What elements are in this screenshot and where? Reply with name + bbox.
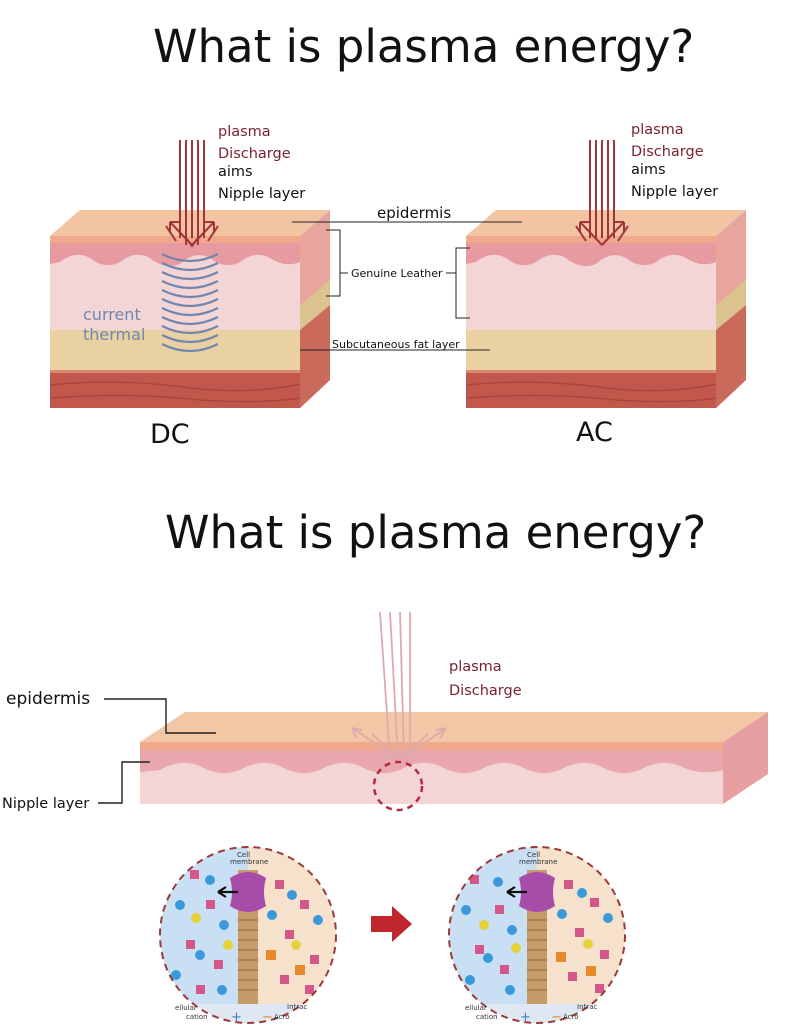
epidermis-label-top: epidermis	[377, 204, 451, 222]
dc-beam-label-plasma: plasma	[218, 124, 271, 140]
current-thermal-rings	[161, 253, 219, 353]
bottom-callouts	[98, 698, 216, 804]
cellular-label-2: ellular	[465, 1004, 487, 1012]
plasma-beam-bottom	[351, 611, 447, 761]
cell-membrane-label-2a: Cell	[527, 851, 540, 859]
cation-label-1: cation	[186, 1013, 208, 1021]
current-label-line1: current	[83, 305, 141, 324]
skin-block-ac	[465, 210, 746, 408]
bottom-beam-label-discharge: Discharge	[449, 683, 522, 699]
cell-diagram-after: Cell membrane ellular cation + − Intrac …	[448, 846, 626, 1025]
skin-slab	[140, 712, 768, 804]
plasma-beam-dc	[165, 140, 219, 248]
fat-layer-label: Subcutaneous fat layer	[332, 338, 460, 351]
dermis-label: Genuine Leather	[351, 267, 443, 280]
acro-label-1: Acro	[274, 1013, 290, 1021]
top-title: What is plasma energy?	[153, 20, 694, 73]
transition-arrow-icon	[371, 906, 412, 942]
plus-sign-2: +	[520, 1010, 531, 1025]
nipple-layer-label: Nipple layer	[2, 796, 89, 812]
ac-beam-label-aims: aims	[631, 162, 666, 178]
cell-diagram-before: Cell membrane ellular cation + − Intrac …	[159, 846, 337, 1025]
plasma-beam-ac	[575, 140, 629, 246]
cellular-label-1: ellular	[175, 1004, 197, 1012]
cell-membrane-label-2b: membrane	[519, 858, 557, 866]
intra-label-1: Intrac	[287, 1003, 307, 1011]
ac-beam-label-discharge: Discharge	[631, 144, 704, 160]
intra-label-2: Intrac	[577, 1003, 597, 1011]
cation-label-2: cation	[476, 1013, 498, 1021]
current-label-line2: thermal	[83, 325, 145, 344]
cell-membrane-label-1a: Cell	[237, 851, 250, 859]
skin-block-dc	[49, 210, 330, 408]
dc-beam-label-aims: aims	[218, 164, 253, 180]
ac-beam-label-nipple: Nipple layer	[631, 184, 718, 200]
layer-callouts	[292, 221, 522, 351]
cell-membrane-label-1b: membrane	[230, 858, 268, 866]
ac-label: AC	[576, 417, 613, 448]
dc-beam-label-nipple: Nipple layer	[218, 186, 305, 202]
epidermis-label-bottom: epidermis	[6, 689, 90, 709]
focus-circle	[372, 760, 424, 812]
bottom-beam-label-plasma: plasma	[449, 659, 502, 675]
minus-sign-2: −	[551, 1010, 562, 1025]
acro-label-2: Acro	[563, 1013, 579, 1021]
dc-label: DC	[150, 419, 190, 450]
bottom-title: What is plasma energy?	[165, 506, 706, 559]
minus-sign-1: −	[262, 1010, 273, 1025]
ac-beam-label-plasma: plasma	[631, 122, 684, 138]
plus-sign-1: +	[231, 1010, 242, 1025]
dc-beam-label-discharge: Discharge	[218, 146, 291, 162]
